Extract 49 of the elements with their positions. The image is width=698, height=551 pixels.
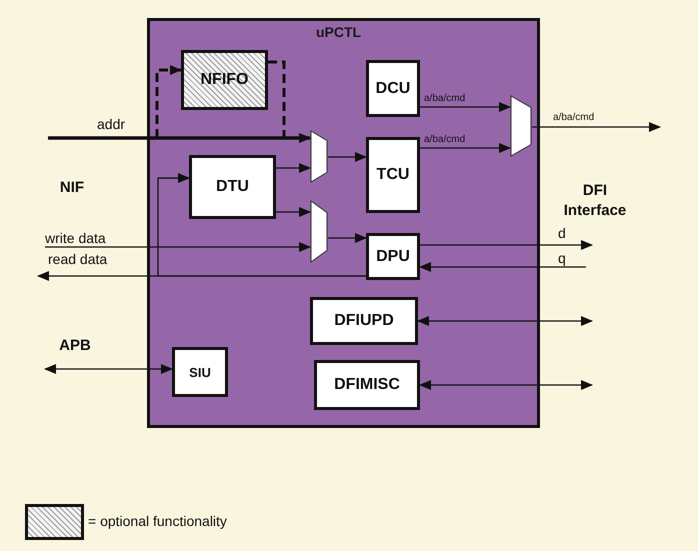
arrow (328, 233, 367, 243)
multiplexer (310, 200, 328, 263)
module-label: TCU (376, 166, 410, 184)
dashed-arrow (156, 65, 182, 138)
module-box (172, 347, 228, 397)
arrow (419, 380, 593, 390)
edge-label: d (558, 226, 566, 242)
arrow (328, 152, 367, 162)
module-label: DTU (216, 178, 249, 196)
arrow (276, 163, 311, 173)
arrow (276, 207, 311, 217)
module-label: DFIUPD (334, 312, 394, 330)
edge-label: q (558, 251, 566, 266)
interface-label: DFI Interface (562, 181, 628, 220)
edge-label: a/ba/cmd (424, 134, 466, 145)
module-box (189, 155, 276, 219)
edge-label: a/ba/cmd (553, 112, 594, 123)
interface-label: APB (58, 336, 92, 356)
interface-label: NIF (58, 178, 86, 198)
module-label: DFIMISC (334, 376, 400, 394)
module-box (366, 60, 420, 117)
multiplexer (310, 130, 328, 183)
edge-label: write data (45, 231, 106, 246)
module-label: DPU (376, 248, 410, 266)
arrow (420, 102, 511, 112)
module-label: SIU (189, 364, 211, 380)
arrow (419, 262, 586, 272)
arrow (420, 240, 593, 250)
edge-label: a/ba/cmd (424, 93, 466, 104)
module-box (181, 50, 268, 110)
arrow (417, 316, 593, 326)
module-label: DCU (376, 80, 410, 98)
controller-block (147, 18, 540, 428)
module-box (366, 233, 420, 280)
arrow (532, 122, 661, 132)
dashed-arrow (268, 60, 311, 143)
module-box (366, 137, 420, 213)
module-label: NFIFO (200, 71, 248, 89)
edge-label: read data (48, 252, 108, 268)
arrow (420, 143, 511, 153)
block-title: uPCTL (316, 24, 362, 40)
arrow (44, 364, 173, 374)
edge-label: addr (97, 117, 126, 132)
multiplexer (510, 95, 532, 157)
legend-text: = optional functionality (88, 513, 227, 529)
module-box (314, 360, 420, 410)
module-box (310, 297, 418, 345)
arrow (45, 242, 311, 252)
arrow (157, 173, 366, 277)
